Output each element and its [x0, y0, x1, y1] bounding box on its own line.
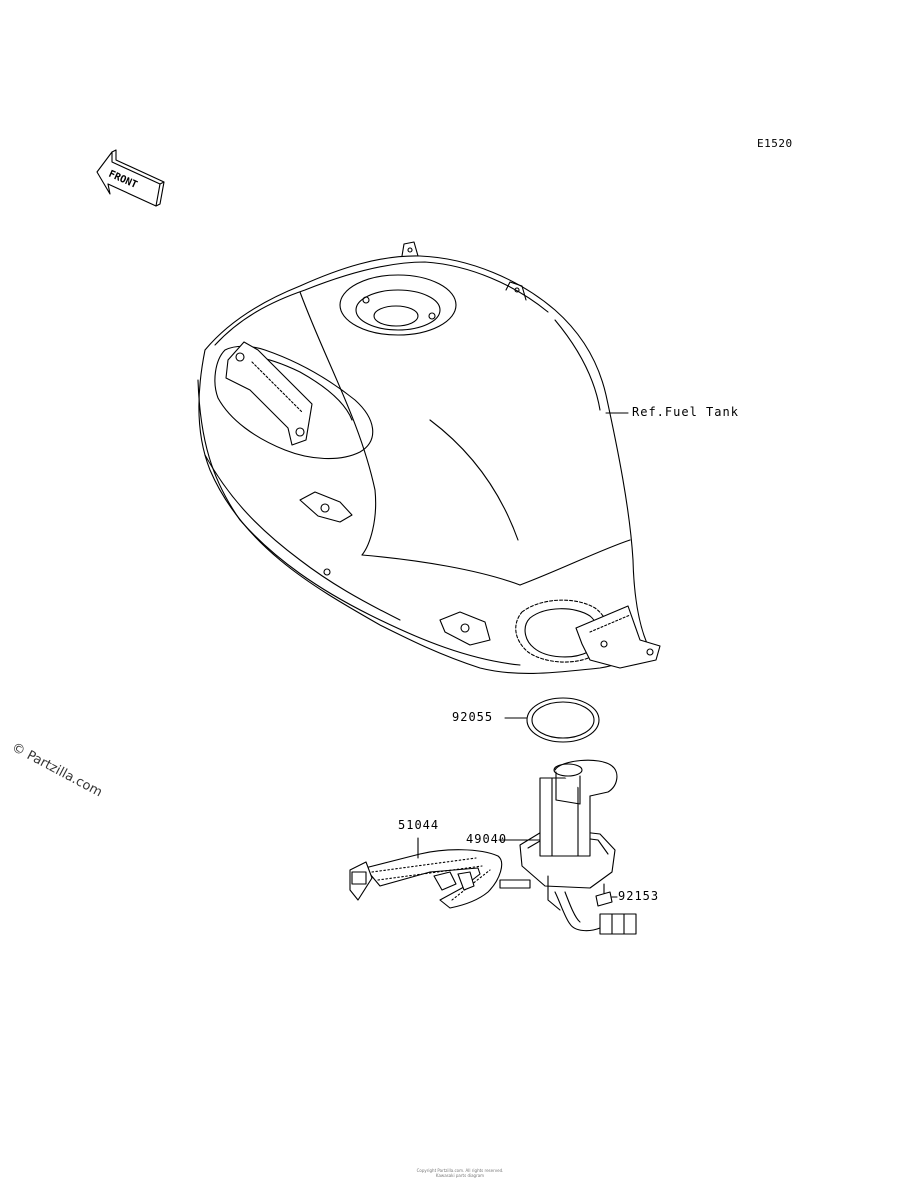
part-number-92055[interactable]: 92055: [452, 710, 494, 724]
fuel-tank: [197, 241, 661, 675]
part-number-92153[interactable]: 92153: [618, 889, 660, 903]
front-arrow-icon: FRONT: [96, 149, 165, 207]
ref-fuel-tank-label: Ref.Fuel Tank: [632, 405, 739, 419]
o-ring-92055: [504, 697, 600, 743]
footer-line-2: Kawasaki parts diagram: [435, 1173, 485, 1178]
part-number-51044[interactable]: 51044: [398, 818, 440, 832]
footer-copyright: Copyright Partzilla.com. All rights rese…: [330, 1168, 590, 1178]
footer-line-1: Copyright Partzilla.com. All rights rese…: [416, 1168, 504, 1173]
part-number-49040[interactable]: 49040: [466, 832, 508, 846]
bolt-92153: [595, 883, 618, 907]
wire-harness-51044: [349, 837, 503, 909]
fuel-pump-49040: [498, 759, 637, 935]
diagram-code: E1520: [757, 137, 793, 150]
